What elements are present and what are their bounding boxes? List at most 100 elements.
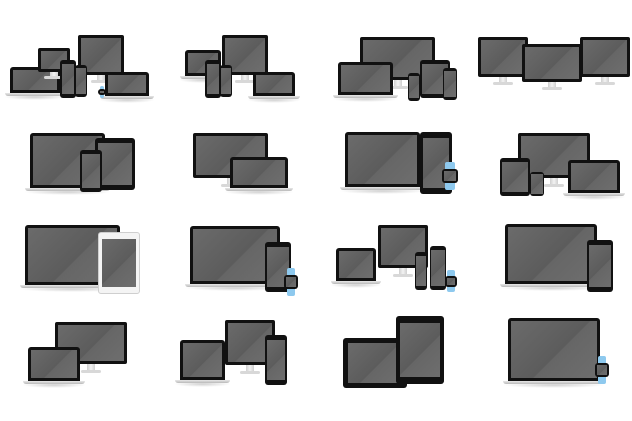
phone-screen <box>416 255 426 287</box>
monitor-stand <box>97 75 105 83</box>
phone-icon <box>587 240 613 292</box>
laptop-screen <box>31 350 77 378</box>
monitor-icon <box>225 320 275 365</box>
shadow <box>499 285 603 291</box>
laptop-screen <box>348 135 417 184</box>
laptop-screen <box>339 251 373 278</box>
watch-icon <box>595 363 609 377</box>
phone-icon <box>430 246 446 290</box>
watch-icon <box>442 169 458 183</box>
laptop-base <box>100 96 154 99</box>
laptop-icon <box>105 72 149 96</box>
monitor-foot <box>44 76 64 79</box>
tablet-screen <box>207 63 219 95</box>
monitor-icon <box>478 37 528 77</box>
phone-screen <box>409 75 419 99</box>
laptop-base <box>340 187 425 190</box>
shadow <box>22 382 86 388</box>
monitor-screen <box>583 40 627 74</box>
tablet-icon <box>60 60 76 98</box>
phone-icon <box>220 65 232 97</box>
monitor-foot <box>595 82 615 86</box>
tablet-screen <box>399 322 441 378</box>
monitor-icon <box>580 37 630 77</box>
laptop-icon <box>336 248 376 281</box>
laptop-screen <box>508 227 594 281</box>
watch-screen <box>444 171 456 181</box>
monitor-stand <box>241 75 249 83</box>
tablet-icon <box>205 60 221 98</box>
monitor-foot <box>235 80 255 84</box>
phone-icon <box>75 65 87 97</box>
shadow <box>224 189 294 195</box>
shadow <box>179 77 227 83</box>
tablet-white-screen <box>102 239 136 287</box>
laptop-icon <box>345 132 420 187</box>
watch-icon <box>284 275 298 289</box>
watch-screen <box>100 91 104 93</box>
shadow <box>19 286 126 292</box>
tablet-icon <box>500 158 530 196</box>
phone-icon <box>530 172 544 196</box>
watch-screen <box>286 277 296 287</box>
tablet-icon <box>396 316 444 384</box>
laptop-base <box>180 76 226 79</box>
laptop-screen <box>108 75 146 93</box>
shadow <box>247 97 301 103</box>
laptop-icon <box>508 318 600 381</box>
watch-icon <box>445 275 457 287</box>
monitor-foot <box>240 371 260 375</box>
shadow <box>99 97 155 103</box>
laptop-screen <box>256 75 292 93</box>
monitor-icon <box>78 35 124 75</box>
monitor-screen <box>228 323 272 362</box>
tablet-screen <box>62 63 74 95</box>
monitor-foot <box>81 369 101 373</box>
monitor-screen <box>81 38 121 72</box>
tablet-screen <box>348 343 402 383</box>
monitor-stand <box>601 77 609 85</box>
laptop-base <box>563 193 625 196</box>
monitor-stand <box>399 268 407 276</box>
tablet-screen <box>98 143 132 185</box>
phone-screen <box>267 247 289 287</box>
laptop-icon <box>180 340 225 380</box>
shadow <box>24 189 111 195</box>
laptop-base <box>23 381 85 384</box>
monitor-stand <box>50 72 58 78</box>
shadow <box>174 381 231 387</box>
shadow <box>332 96 399 102</box>
phone-screen <box>266 340 286 380</box>
monitor-stand <box>87 364 95 372</box>
laptop-screen <box>341 65 390 92</box>
laptop-base <box>20 285 125 288</box>
monitor-foot <box>493 82 513 86</box>
tablet-screen <box>502 161 528 193</box>
phone-icon <box>415 252 427 290</box>
shadow <box>330 282 382 288</box>
phone-screen <box>221 68 231 94</box>
watch-icon <box>98 89 106 95</box>
monitor-stand <box>393 80 402 88</box>
monitor-icon <box>522 44 582 82</box>
monitor-screen <box>525 47 579 79</box>
phone-screen <box>444 71 456 97</box>
laptop-base <box>5 93 65 96</box>
laptop-base <box>25 188 110 191</box>
laptop-icon <box>568 160 620 193</box>
monitor-stand <box>499 77 507 85</box>
monitor-stand <box>548 82 556 89</box>
phone-screen <box>589 245 611 287</box>
laptop-icon <box>505 224 597 284</box>
phone-icon <box>265 335 287 385</box>
shadow <box>339 188 426 194</box>
monitor-foot <box>393 273 413 277</box>
monitor-foot <box>542 86 562 90</box>
monitor-stand <box>246 365 254 374</box>
shadow <box>562 194 626 200</box>
laptop-base <box>175 380 230 383</box>
phone-icon <box>443 68 457 100</box>
laptop-screen <box>511 321 597 378</box>
monitor-stand <box>550 178 558 187</box>
laptop-icon <box>253 72 295 96</box>
